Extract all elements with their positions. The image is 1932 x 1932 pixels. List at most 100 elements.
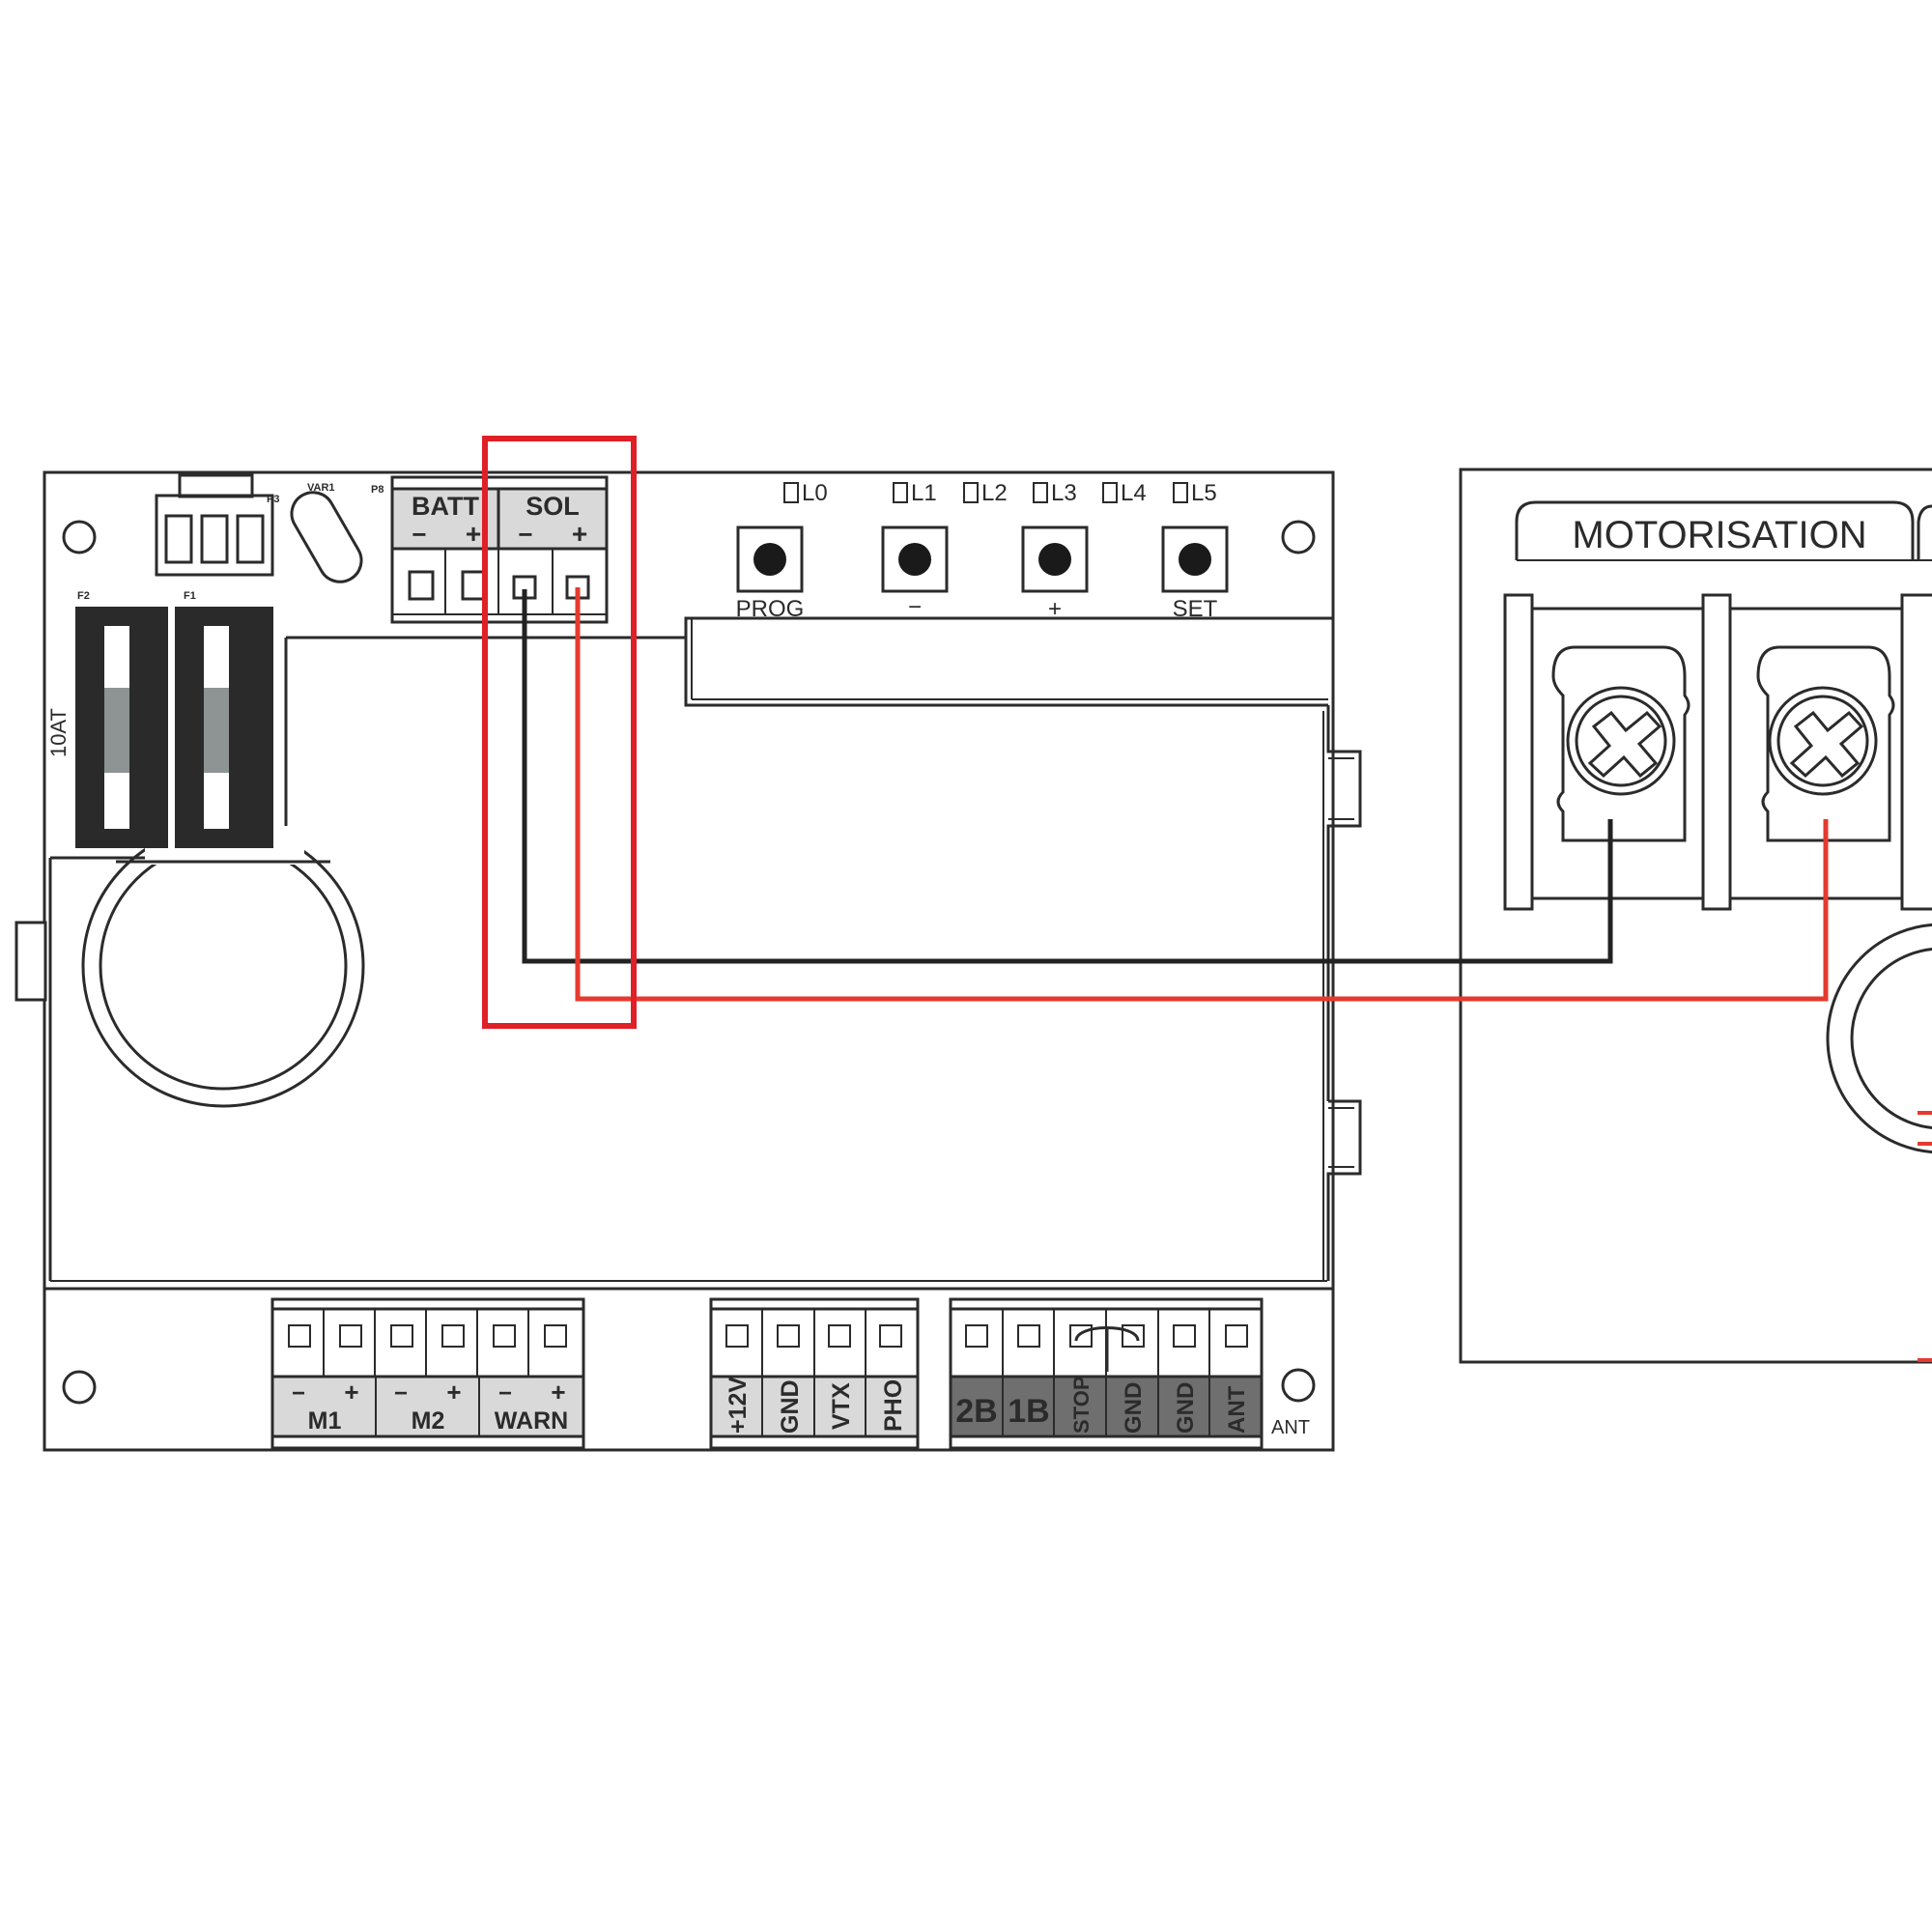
board-left-tab — [14, 921, 47, 1002]
stop-gnd-jumper — [1074, 1326, 1140, 1342]
warn-plus-label: + — [551, 1378, 565, 1406]
power-terminal-labels: − + − + − + M1 M2 WARN — [292, 1378, 568, 1435]
wires — [522, 587, 1932, 1362]
fuse-f1 — [175, 607, 273, 848]
1b-label: 1B — [1008, 1393, 1049, 1430]
inner-module-outline — [48, 616, 1333, 1281]
mounting-hole-br — [1281, 1368, 1316, 1403]
fuse-block — [75, 607, 273, 848]
screw-2-icon — [1768, 686, 1878, 796]
m1-plus-label: + — [344, 1378, 358, 1406]
motor-housing — [1459, 468, 1932, 1364]
red-wire — [575, 587, 1829, 1002]
led-l3-indicator — [1033, 482, 1048, 503]
pho-socket[interactable] — [879, 1324, 902, 1348]
led-l0-indicator — [783, 482, 799, 503]
led-l5-indicator — [1173, 482, 1188, 503]
var1-potentiometer — [290, 491, 363, 583]
1b-socket[interactable] — [1017, 1324, 1040, 1348]
screw-1-icon — [1566, 686, 1676, 796]
warn-label: WARN — [495, 1407, 568, 1435]
motor-round-component-outer — [1826, 923, 1932, 1154]
motorisation-title: MOTORISATION — [1572, 514, 1866, 556]
m1-minus-label: − — [292, 1380, 305, 1406]
m1-minus-socket[interactable] — [288, 1324, 311, 1348]
mounting-hole-tl — [62, 520, 97, 554]
plus-button[interactable] — [1021, 526, 1089, 593]
vtx-socket[interactable] — [828, 1324, 851, 1348]
m2-plus-socket[interactable] — [441, 1324, 465, 1348]
batt-minus-socket[interactable] — [408, 570, 435, 601]
label-p3: P3 — [267, 494, 279, 505]
gnd-label-2: GND — [1121, 1382, 1147, 1434]
motor-unit — [1459, 468, 1932, 1364]
ant-label: ANT — [1271, 1417, 1310, 1438]
sol-highlight-box — [482, 436, 637, 1029]
gnd-socket-1[interactable] — [777, 1324, 800, 1348]
vtx-label: VTX — [828, 1382, 855, 1430]
mounting-hole-bl — [62, 1370, 97, 1405]
m2-plus-label: + — [446, 1378, 461, 1406]
signal-terminal-block — [709, 1297, 920, 1450]
led-l4-label: L4 — [1121, 480, 1147, 506]
prog-button[interactable] — [736, 526, 804, 593]
led-l3-label: L3 — [1051, 480, 1077, 506]
gnd-socket-3[interactable] — [1173, 1324, 1196, 1348]
minus-button-label: − — [908, 594, 922, 620]
black-wire — [522, 589, 1613, 964]
batt-sol-labels: BATT SOL − + − + — [412, 492, 587, 549]
motorisation-title-frame — [1515, 500, 1915, 560]
batt-plus-label: + — [466, 519, 481, 549]
red-wire-tail — [1918, 1111, 1932, 1362]
m2-minus-label: − — [394, 1380, 408, 1406]
sol-plus-label: + — [572, 519, 587, 549]
pho-label: PHO — [880, 1379, 907, 1432]
mounting-hole-tr — [1281, 520, 1316, 554]
2b-socket[interactable] — [965, 1324, 988, 1348]
batt-label: BATT — [412, 492, 479, 521]
led-l0-label: L0 — [802, 480, 828, 506]
m2-minus-socket[interactable] — [390, 1324, 413, 1348]
label-fuse-rating: 10AT — [46, 708, 71, 757]
button-labels: PROG − + SET — [736, 594, 1218, 622]
m1-plus-socket[interactable] — [339, 1324, 362, 1348]
sol-label: SOL — [526, 492, 580, 521]
plus-button-label: + — [1048, 596, 1062, 622]
set-button[interactable] — [1161, 526, 1229, 593]
warn-plus-socket[interactable] — [544, 1324, 567, 1348]
sol-minus-label: − — [518, 520, 532, 549]
stop-socket[interactable] — [1069, 1324, 1093, 1348]
motor-round-component-inner — [1850, 948, 1932, 1129]
set-button-label: SET — [1173, 596, 1218, 622]
stop-label: STOP — [1069, 1376, 1094, 1434]
screw-housing-2 — [1756, 645, 1895, 842]
silkscreen-labels: P3 VAR1 P8 F2 F1 10AT — [46, 482, 384, 757]
gnd-label-3: GND — [1173, 1382, 1199, 1434]
right-notch-1 — [1326, 705, 1362, 1101]
minus-button[interactable] — [881, 526, 949, 593]
led-l1-indicator — [893, 482, 908, 503]
fuse-f2 — [75, 607, 168, 848]
label-f1: F1 — [184, 590, 196, 602]
label-f2: F2 — [77, 590, 90, 602]
led-l2-label: L2 — [981, 480, 1008, 506]
terminal-post-2 — [1701, 593, 1732, 911]
warn-minus-socket[interactable] — [493, 1324, 516, 1348]
led-l1-label: L1 — [911, 480, 937, 506]
m2-label: M2 — [412, 1407, 445, 1435]
12v-socket[interactable] — [725, 1324, 749, 1348]
ant-socket[interactable] — [1225, 1324, 1248, 1348]
2b-label: 2B — [955, 1393, 997, 1430]
gnd-socket-2[interactable] — [1122, 1324, 1145, 1348]
batt-minus-label: − — [412, 520, 426, 549]
label-p8: P8 — [371, 484, 384, 496]
screw-housing-1 — [1551, 645, 1690, 842]
warn-minus-label: − — [498, 1380, 512, 1406]
right-notch-2 — [1326, 1099, 1362, 1281]
ant-terminal-label: ANT — [1224, 1385, 1250, 1434]
led-l4-indicator — [1102, 482, 1118, 503]
gnd-label-1: GND — [777, 1379, 804, 1434]
batt-sol-terminal — [390, 475, 609, 624]
signal-terminal-labels: +12V GND VTX PHO — [724, 1377, 907, 1434]
led-labels: L0 L1 L2 L3 L4 L5 — [802, 480, 1217, 506]
